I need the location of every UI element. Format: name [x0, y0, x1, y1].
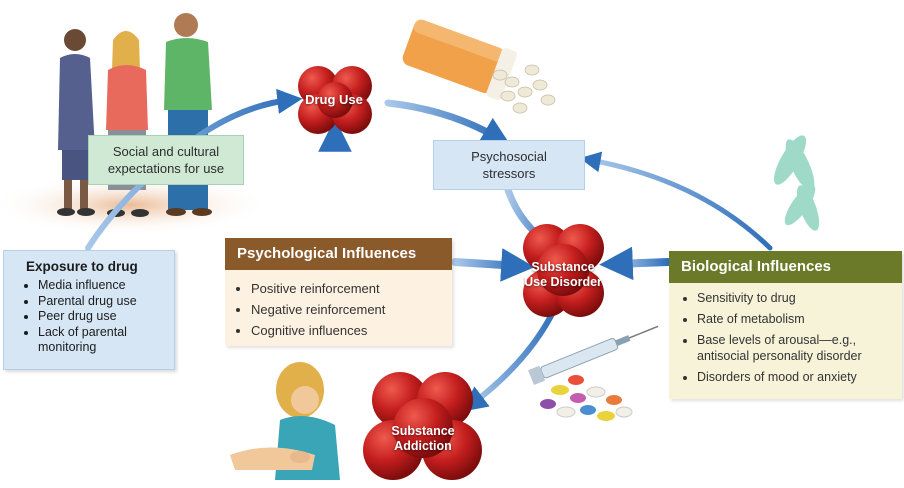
substance-use-disorder-blob: [523, 224, 604, 317]
exposure-item: Peer drug use: [38, 309, 164, 325]
pill-bottle-illustration: [402, 19, 556, 114]
exposure-title: Exposure to drug: [26, 259, 138, 274]
stressors-line-2: stressors: [482, 166, 536, 181]
exposure-item: Lack of parental monitoring: [38, 325, 164, 356]
arrow-sud-to-addiction: [461, 305, 558, 412]
exposure-item: Parental drug use: [38, 294, 164, 310]
biological-item: Base levels of arousal—e.g., antisocial …: [697, 332, 896, 364]
addiction-line-1: Substance: [391, 424, 455, 438]
people-group-illustration: [57, 13, 212, 217]
exposure-list: Media influence Parental drug use Peer d…: [26, 278, 164, 356]
psychological-item: Positive reinforcement: [251, 278, 452, 299]
addiction-line-2: Addiction: [394, 439, 452, 453]
chromosome-icon: [773, 135, 820, 231]
psychological-title: Psychological Influences: [225, 238, 452, 270]
drug-use-blob: [298, 66, 372, 134]
psychosocial-stressors-box: Psychosocial stressors: [433, 140, 585, 190]
exposure-item: Media influence: [38, 278, 164, 294]
arrow-bio-to-sud: [599, 246, 672, 281]
arrow-psych-to-sud: [451, 248, 535, 282]
sud-line-2: Use Disorder: [524, 275, 602, 289]
psychological-list: Positive reinforcement Negative reinforc…: [225, 278, 452, 341]
biological-item: Rate of metabolism: [697, 311, 896, 327]
biological-list: Sensitivity to drug Rate of metabolism B…: [669, 290, 902, 385]
drug-use-label: Drug Use: [305, 92, 363, 107]
social-line-2: expectations for use: [107, 161, 225, 176]
distressed-woman-illustration: [230, 362, 340, 480]
sud-line-1: Substance: [531, 260, 595, 274]
psychological-influences-box: Psychological Influences Positive reinfo…: [225, 238, 452, 346]
social-line-1: Social and cultural: [112, 144, 220, 159]
stressors-line-1: Psychosocial: [471, 149, 547, 164]
substance-addiction-label: Substance Addiction: [368, 424, 478, 454]
biological-item: Disorders of mood or anxiety: [697, 369, 896, 385]
exposure-to-drug-box: Exposure to drug Media influence Parenta…: [3, 250, 175, 370]
biological-influences-box: Biological Influences Sensitivity to dru…: [669, 251, 902, 399]
psychological-item: Negative reinforcement: [251, 299, 452, 320]
substance-addiction-blob: [363, 372, 482, 480]
social-cultural-expectations-box: Social and cultural expectations for use: [88, 135, 244, 185]
psychological-item: Cognitive influences: [251, 320, 452, 341]
arrow-bio-to-stressors: [579, 151, 773, 251]
substance-use-disorder-label: Substance Use Disorder: [508, 260, 618, 290]
arrow-drug-use-to-stressors: [384, 99, 511, 146]
biological-item: Sensitivity to drug: [697, 290, 896, 306]
biological-title: Biological Influences: [669, 251, 902, 283]
syringe-pills-illustration: [528, 325, 659, 421]
